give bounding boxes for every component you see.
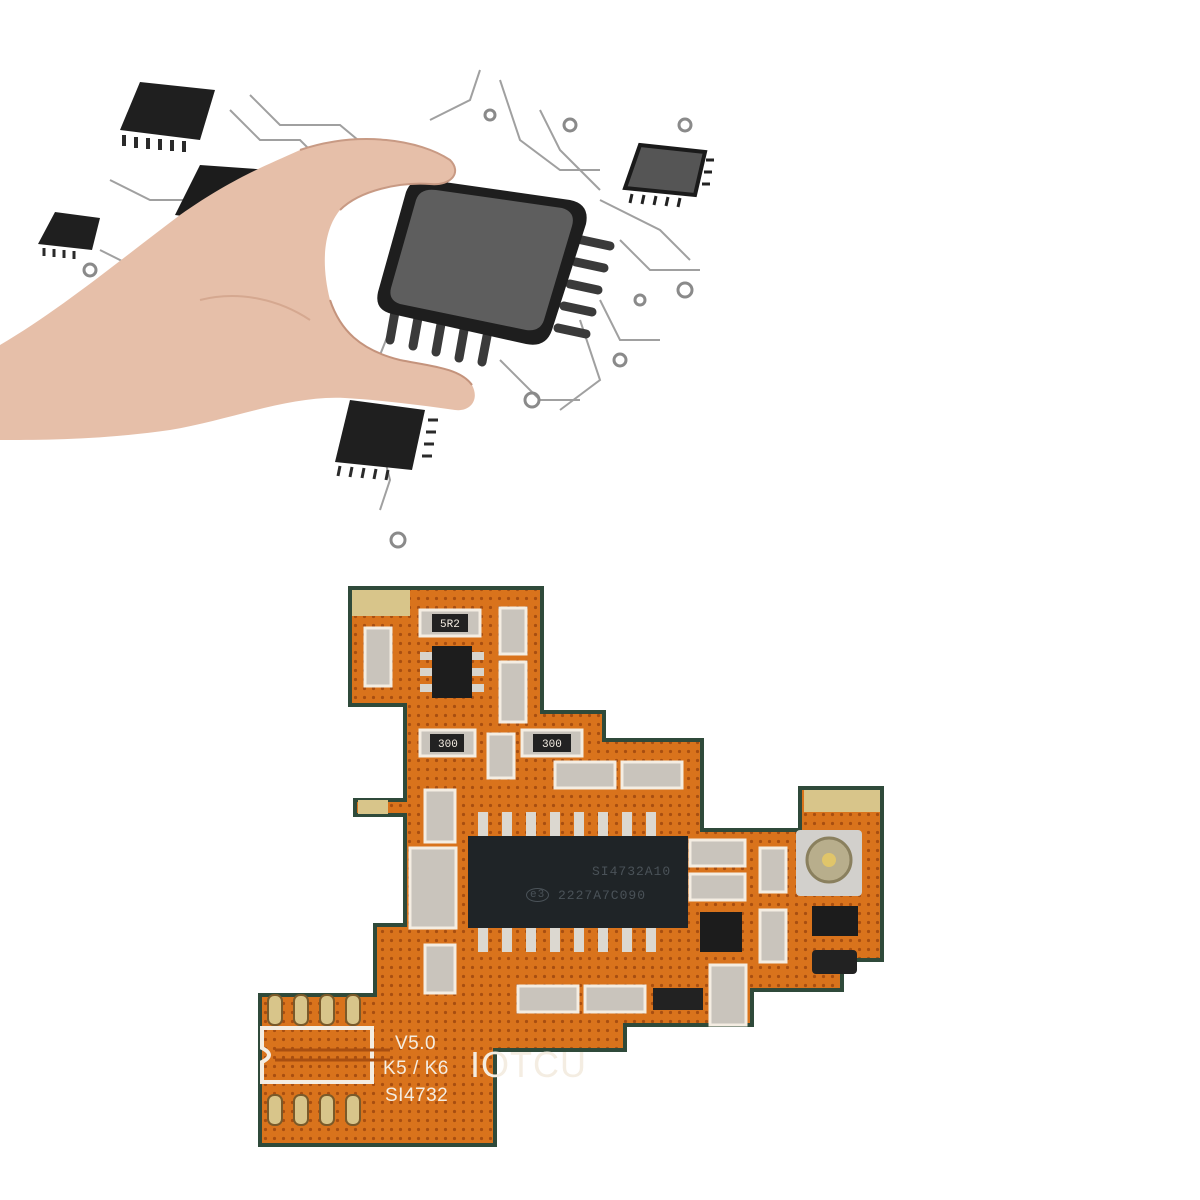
resistor-marks: 5R2 300 300 <box>438 619 562 751</box>
sot23-chip <box>420 646 484 698</box>
pcb-model-label: K5 / K6 <box>383 1058 449 1079</box>
small-chip-left <box>38 212 100 259</box>
ic-logo: e3 <box>526 888 550 902</box>
pcb-brand-label: IOTCU <box>470 1044 587 1085</box>
ufl-connector <box>796 830 862 896</box>
resistor-bodies <box>430 614 857 1010</box>
hand <box>0 138 475 440</box>
main-ic-pins <box>478 812 656 952</box>
castellated-pads-top <box>267 994 361 1026</box>
gold-pad-right <box>804 790 880 812</box>
svg-text:300: 300 <box>438 739 458 751</box>
pcb-chip-label: SI4732 <box>385 1085 449 1106</box>
castellated-pads-bottom <box>267 1094 361 1126</box>
svg-text:300: 300 <box>542 739 562 751</box>
gold-pad-left <box>358 800 388 814</box>
sot-transistor-mid <box>700 912 742 952</box>
svg-text:5R2: 5R2 <box>440 619 460 631</box>
small-chip-right <box>622 142 714 208</box>
small-chip-top-left <box>120 82 215 152</box>
pcb-version-label: V5.0 <box>395 1033 437 1054</box>
gold-pad-top <box>352 590 410 616</box>
main-ic-body <box>468 836 688 928</box>
small-chip-bottom <box>335 400 438 481</box>
sot-transistor-right <box>812 906 858 936</box>
main-qfp-chip <box>377 179 615 367</box>
smd-components <box>363 606 788 1027</box>
ic-marking-line1: SI4732A10 <box>592 864 672 879</box>
silk-outline <box>260 1026 374 1084</box>
ic-marking-line2: 2227A7C090 <box>558 888 647 903</box>
